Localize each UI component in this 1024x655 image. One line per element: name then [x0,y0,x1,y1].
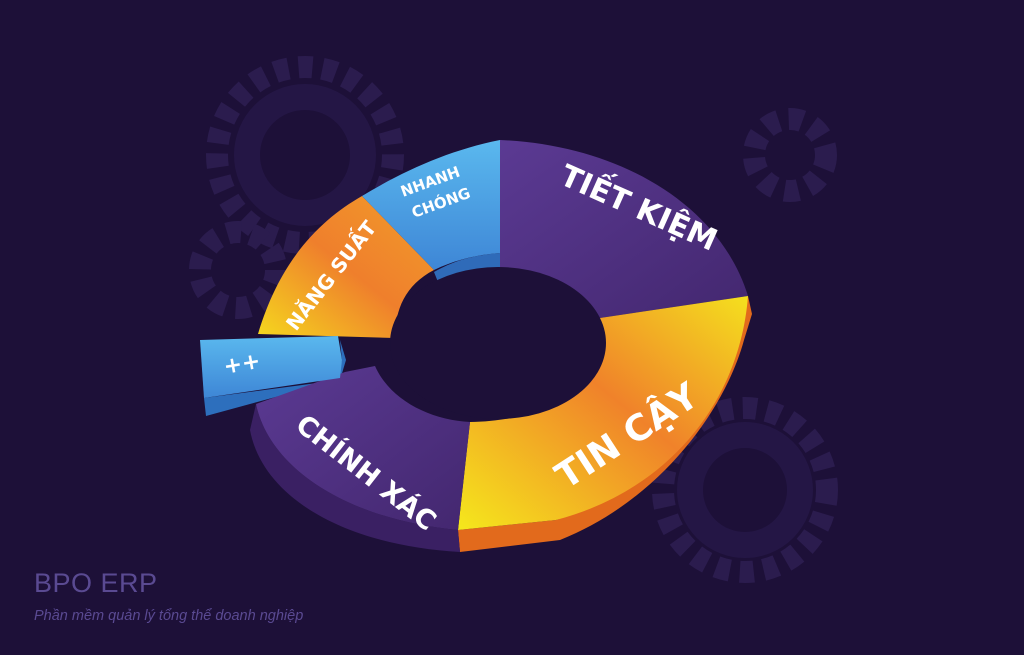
gear-icon [652,397,838,583]
segment-chinh-xac [256,366,470,530]
brand-title: BPO ERP [34,568,158,598]
chinh-xac-side [250,404,460,552]
segment-plus [200,336,342,398]
segment-tiet-kiem [500,140,748,318]
gear-icon [206,56,404,254]
gear-icon [189,221,287,319]
brand-tagline: Phần mềm quản lý tổng thể doanh nghiệp [34,608,304,624]
segment-tin-cay [458,296,748,530]
gear-icon [743,108,837,202]
segment-nhanh-chong [362,140,500,270]
plus-block-side [204,340,346,416]
center-hole [390,267,606,419]
segment-nang-suat [258,196,434,338]
